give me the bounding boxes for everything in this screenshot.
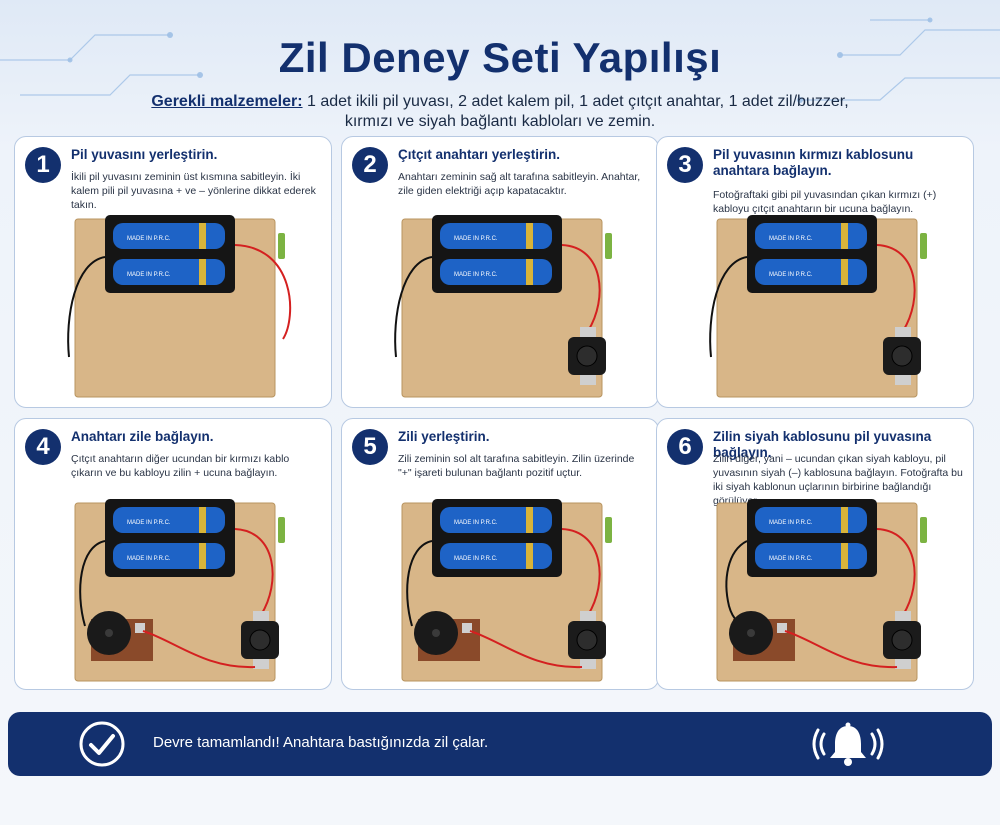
step-number: 3 [667, 147, 703, 183]
battery [440, 223, 552, 249]
battery [440, 543, 552, 569]
battery-label: MADE IN P.R.C. [127, 556, 171, 562]
battery-label: MADE IN P.R.C. [769, 520, 813, 526]
battery-holder: MADE IN P.R.C. MADE IN P.R.C. [747, 499, 877, 577]
black-wire [79, 540, 106, 627]
black-wire [406, 540, 433, 627]
red-wire-to-buzzer [142, 630, 256, 669]
step-description: Anahtarı zeminin sağ alt tarafına sabitl… [398, 171, 641, 197]
battery [113, 223, 225, 249]
step-photo: MADE IN P.R.C. MADE IN P.R.C. [709, 215, 927, 398]
battery-label: MADE IN P.R.C. [769, 272, 813, 278]
materials-label: Gerekli malzemeler: [151, 93, 303, 110]
step-title: Pil yuvasını yerleştirin. [71, 147, 218, 162]
black-wire [394, 256, 433, 358]
step-description: İkili pil yuvasını zeminin üst kısmına s… [71, 171, 316, 211]
materials-list: 1 adet ikili pil yuvası, 2 adet kalem pi… [307, 93, 849, 130]
red-wire [876, 244, 916, 332]
battery [113, 507, 225, 533]
red-wire [234, 528, 274, 616]
step-card-5: 5 Zili yerleştirin. Zili zeminin sol alt t… [341, 418, 659, 690]
battery-holder: MADE IN P.R.C. MADE IN P.R.C. [432, 215, 562, 293]
push-switch [568, 611, 606, 669]
step-number: 2 [352, 147, 388, 183]
red-wire-to-buzzer [469, 630, 583, 669]
step-card-1: 1 Pil yuvasını yerleştirin. İkili pil yuva… [14, 136, 332, 408]
push-switch [883, 611, 921, 669]
battery-holder: MADE IN P.R.C. MADE IN P.R.C. [747, 215, 877, 293]
check-circle-icon [79, 721, 125, 767]
page-title: Zil Deney Seti Yapılışı [278, 34, 722, 81]
battery-label: MADE IN P.R.C. [769, 236, 813, 242]
push-switch [568, 327, 606, 385]
step-title: Pil yuvasının kırmızı kablosunu anahtara… [713, 147, 914, 178]
bell-ringing-icon [812, 722, 884, 766]
step-description: Çıtçıt anahtarın diğer ucundan bir kırmı… [71, 453, 290, 479]
step-title: Zili yerleştirin. [398, 429, 490, 444]
step-photo: MADE IN P.R.C. MADE IN P.R.C. [401, 499, 612, 682]
step-photo: MADE IN P.R.C. MADE IN P.R.C. [67, 215, 292, 398]
buzzer [87, 611, 153, 661]
step-card-4: 4 Anahtarı zile bağlayın. Çıtçıt anahtarın… [14, 418, 332, 690]
black-wire [709, 256, 748, 358]
step-title: Anahtarı zile bağlayın. [71, 429, 214, 444]
step-number: 4 [25, 429, 61, 465]
materials-text: Gerekli malzemeler: 1 adet ikili pil yuv… [140, 92, 860, 132]
battery [755, 223, 867, 249]
battery-label: MADE IN P.R.C. [454, 272, 498, 278]
step-title: Zilin siyah kablosunu pil yuvasına bağla… [713, 429, 932, 460]
push-switch [241, 611, 279, 669]
step-number: 6 [667, 429, 703, 465]
battery [440, 507, 552, 533]
step-card-3: 3 Pil yuvasının kırmızı kablosunu anahtar… [656, 136, 974, 408]
step-title: Çıtçıt anahtarı yerleştirin. [398, 147, 561, 162]
step-photo: MADE IN P.R.C. MADE IN P.R.C. [74, 499, 285, 682]
red-wire-to-buzzer [784, 630, 898, 669]
buzzer [729, 611, 795, 661]
battery [755, 507, 867, 533]
completion-banner: Devre tamamlandı! Anahtara bastığınızda … [8, 712, 992, 776]
battery-label: MADE IN P.R.C. [127, 236, 171, 242]
battery-holder: MADE IN P.R.C. MADE IN P.R.C. [105, 215, 235, 293]
red-wire [561, 244, 601, 332]
circuit-background-decoration [0, 17, 1000, 103]
battery-label: MADE IN P.R.C. [127, 272, 171, 278]
black-wire [67, 256, 106, 358]
step-description: Fotoğraftaki gibi pil yuvasından çıkan k… [713, 189, 937, 215]
battery-label: MADE IN P.R.C. [454, 236, 498, 242]
red-wire [876, 528, 916, 616]
step-number: 1 [25, 147, 61, 183]
battery-holder: MADE IN P.R.C. MADE IN P.R.C. [432, 499, 562, 577]
step-photo: MADE IN P.R.C. MADE IN P.R.C. [394, 215, 612, 398]
battery [755, 259, 867, 285]
battery [440, 259, 552, 285]
step-number: 5 [352, 429, 388, 465]
red-wire [234, 244, 292, 340]
battery [113, 543, 225, 569]
step-card-2: 2 Çıtçıt anahtarı yerleştirin. Anahtarı ze… [341, 136, 659, 408]
step-description: Zilin diğer, yani – ucundan çıkan siyah … [713, 453, 963, 507]
battery-label: MADE IN P.R.C. [127, 520, 171, 526]
red-wire [561, 528, 601, 616]
buzzer [414, 611, 480, 661]
push-switch [883, 327, 921, 385]
completion-text: Devre tamamlandı! Anahtara bastığınızda … [153, 734, 489, 751]
step-card-6: 6 Zilin siyah kablosunu pil yuvasına bağl… [656, 418, 974, 690]
battery-label: MADE IN P.R.C. [769, 556, 813, 562]
battery-holder: MADE IN P.R.C. MADE IN P.R.C. [105, 499, 235, 577]
battery [755, 543, 867, 569]
step-photo: MADE IN P.R.C. MADE IN P.R.C. [716, 499, 927, 682]
battery [113, 259, 225, 285]
step-description: Zili zeminin sol alt tarafına sabitleyin… [398, 453, 635, 479]
battery-label: MADE IN P.R.C. [454, 556, 498, 562]
battery-label: MADE IN P.R.C. [454, 520, 498, 526]
